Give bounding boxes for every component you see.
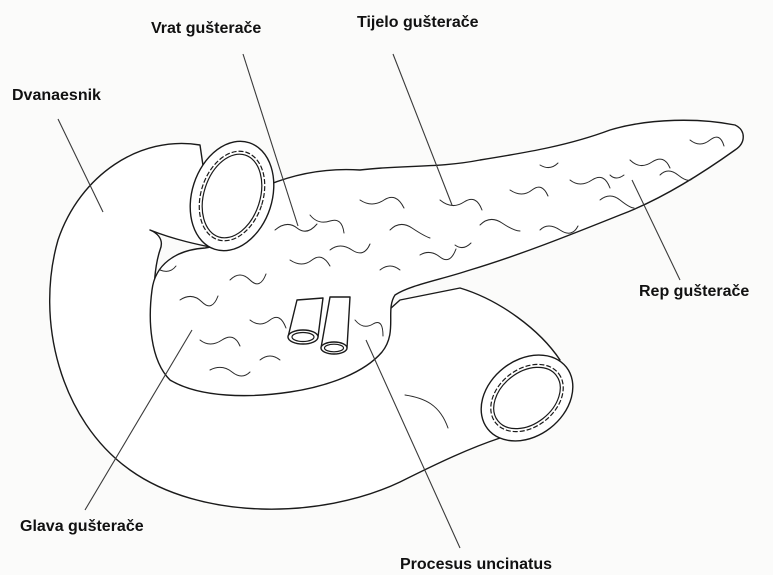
label-rep: Rep gušterače	[639, 283, 749, 300]
label-dvanaesnik: Dvanaesnik	[12, 87, 101, 104]
label-vrat: Vrat gušterače	[151, 20, 261, 37]
label-tijelo: Tijelo gušterače	[357, 14, 479, 31]
label-procesus: Procesus uncinatus	[400, 556, 552, 573]
label-glava: Glava gušterače	[20, 518, 144, 535]
